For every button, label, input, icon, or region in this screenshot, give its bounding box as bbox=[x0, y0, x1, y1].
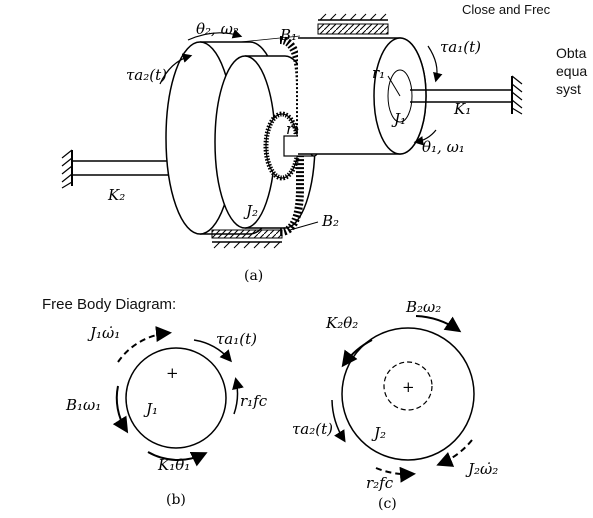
r2-inner-circle bbox=[383, 361, 433, 411]
theta2-arrow bbox=[187, 29, 243, 41]
b2-bearing bbox=[211, 229, 283, 249]
side-text-line: syst bbox=[556, 81, 581, 97]
label-k1: K₁ bbox=[453, 100, 471, 118]
label-b1w1: B₁ω₁ bbox=[65, 396, 101, 414]
label-plus-c: + bbox=[402, 378, 415, 396]
label-r1: r₁ bbox=[372, 64, 385, 82]
tau-a2-fbd-arrow bbox=[331, 399, 346, 443]
label-j1: J₁ bbox=[391, 110, 406, 128]
caption-c: (c) bbox=[378, 496, 397, 512]
label-k2theta2: K₂θ₂ bbox=[325, 314, 358, 332]
label-fbd-j2: J₂ bbox=[371, 424, 386, 442]
label-fbd-tau-a2: τa₂(t) bbox=[292, 420, 333, 438]
label-k2: K₂ bbox=[107, 186, 125, 204]
label-j2: J₂ bbox=[243, 202, 258, 220]
label-tau-a2: τa₂(t) bbox=[126, 66, 167, 84]
tau-a2-arrow bbox=[159, 53, 193, 85]
j2-inertia-arrow bbox=[436, 439, 473, 467]
left-wall bbox=[61, 149, 73, 189]
b1-leader bbox=[239, 35, 301, 43]
label-j2-w2dot: J₂ω̇₂ bbox=[465, 460, 498, 478]
caption-b: (b) bbox=[166, 492, 186, 508]
j1-cylinder bbox=[298, 37, 427, 155]
label-b2: B₂ bbox=[321, 212, 339, 230]
j1-circle bbox=[125, 347, 227, 449]
gear-teeth bbox=[279, 36, 304, 236]
free-body-diagram-j2: K₂θ₂ B₂ω₂ + τa₂(t) J₂ J₂ω̇₂ r₂fc (c) bbox=[292, 298, 498, 512]
k2-shaft bbox=[72, 160, 176, 176]
label-tau-a1: τa₁(t) bbox=[440, 38, 481, 56]
page-title: Close and Frec bbox=[462, 2, 551, 17]
label-theta1-omega1: θ₁, ω₁ bbox=[422, 138, 465, 156]
right-wall bbox=[511, 75, 523, 115]
k1-shaft bbox=[410, 89, 512, 103]
b2w2-arrow bbox=[415, 315, 462, 333]
free-body-diagram-title: Free Body Diagram: bbox=[42, 296, 177, 313]
b1w1-arrow bbox=[112, 385, 129, 434]
free-body-diagram-j1: J₁ω̇₁ τa₁(t) + J₁ r₁fc B₁ω₁ K₁θ₁ (b) bbox=[65, 324, 268, 508]
label-fbd-j1: J₁ bbox=[143, 400, 158, 418]
k2theta2-arrow bbox=[341, 339, 373, 368]
side-text-line: Obta bbox=[556, 45, 587, 61]
label-b2w2: B₂ω₂ bbox=[405, 298, 441, 316]
caption-a: (a) bbox=[244, 268, 263, 284]
label-plus-b: + bbox=[166, 364, 179, 382]
label-j1-w1dot: J₁ω̇₁ bbox=[87, 324, 120, 342]
label-r2fc: r₂fc bbox=[366, 474, 394, 492]
label-r1fc: r₁fc bbox=[240, 392, 268, 410]
side-text: Obta equa syst bbox=[556, 44, 587, 98]
b2-leader bbox=[289, 221, 319, 231]
j2-circle bbox=[341, 327, 475, 461]
side-text-line: equa bbox=[556, 63, 588, 79]
b1-bearing bbox=[317, 13, 389, 35]
label-r2: r₂ bbox=[286, 120, 299, 138]
theta1-arrow bbox=[413, 129, 437, 146]
label-k1theta1: K₁θ₁ bbox=[157, 456, 190, 474]
label-theta2-omega2: θ₂, ω₂ bbox=[196, 20, 239, 38]
label-b1: B₁ bbox=[279, 26, 297, 44]
r1fc-arrow bbox=[232, 377, 244, 415]
k1theta1-arrow bbox=[147, 451, 208, 467]
mechanical-system-diagram: θ₂, ω₂ B₁ τa₁(t) τa₂(t) r₁ r₂ J₁ K₁ K₂ θ… bbox=[61, 13, 523, 284]
tau-a1-fbd-arrow bbox=[193, 339, 232, 363]
j1-inertia-arrow bbox=[117, 326, 172, 363]
tau-a1-arrow bbox=[427, 45, 443, 83]
label-fbd-tau-a1: τa₁(t) bbox=[216, 330, 257, 348]
r2fc-arrow bbox=[375, 466, 416, 483]
